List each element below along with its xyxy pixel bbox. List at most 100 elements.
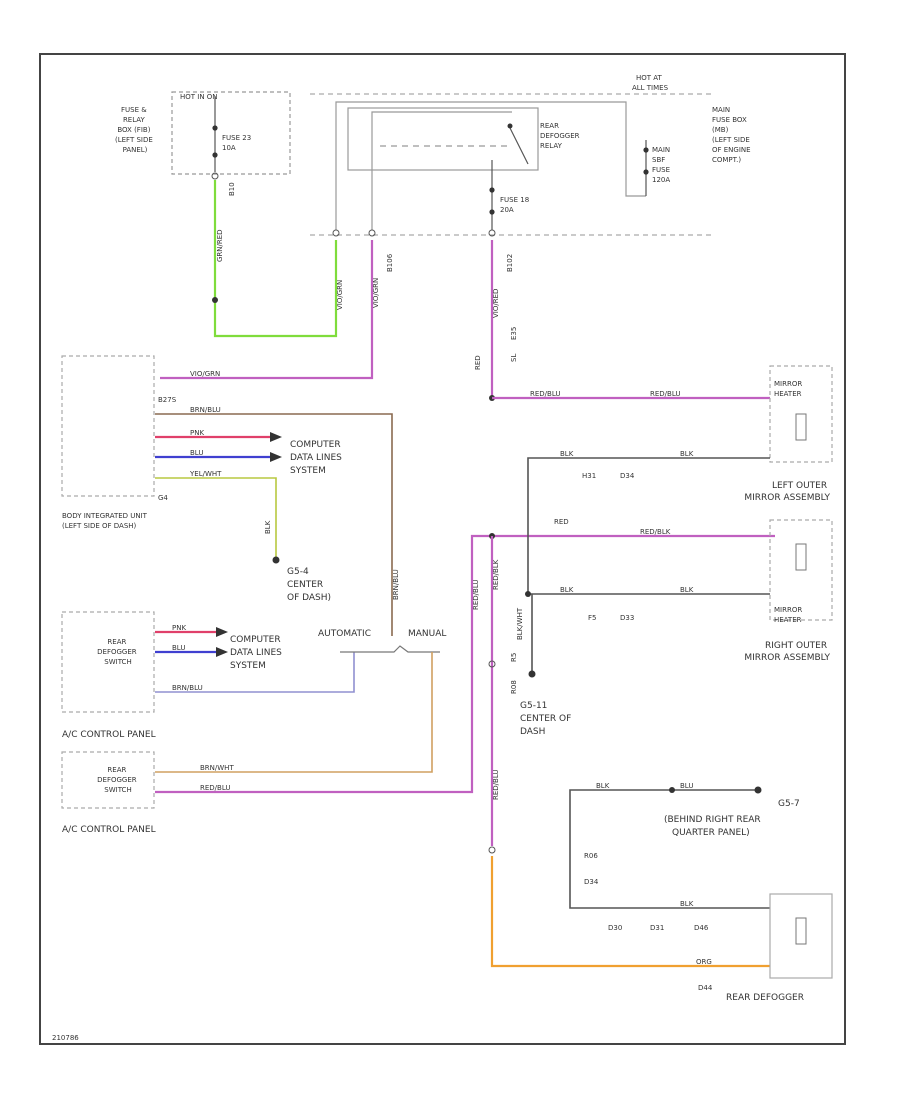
conn-r06-label: R06 [584,852,598,860]
main-sbf-node-top [643,147,649,153]
ground-g67-label: G5-7 (BEHIND RIGHT REAR QUARTER PANEL) [664,799,803,838]
rear-defogger-switch-1-label: REAR DEFOGGER SWITCH [97,638,139,666]
wire-blk-label-2: BLK [680,450,694,458]
wire-blu-org-label: BLU [680,782,693,790]
relay-coil-pin [368,229,376,237]
wire-red-blu-label-switch2: RED/BLU [200,784,231,792]
ground-g611-label: G5-11 CENTER OF DASH [520,701,574,737]
fuse-18-node-bottom [489,209,495,215]
automatic-label: AUTOMATIC [318,629,371,639]
wire-red-blu-label-4: RED/BLU [650,390,681,398]
wire-black-defogger [569,789,770,909]
wire-vio-blk-label: VIO/GRN [372,278,380,308]
conn-r5-label: R5 [510,653,518,662]
wire-red-switch2 [155,534,775,794]
wire-brown-switch1 [155,652,355,693]
conn-red-label: RED [474,355,482,370]
arrow-computer-blu [270,452,282,462]
wire-blk-wht-label: BLK/WHT [516,607,524,640]
fuse-18-node-top [489,187,495,193]
relay-feed-line [335,101,646,230]
wire-violet-relay [160,240,374,380]
relay-contact-node [507,123,513,129]
fuse-18-label: FUSE 18 20A [500,196,531,214]
mirror-heater-right-element [795,543,807,571]
wire-brn-blu-label: BRN/BLU [190,406,221,414]
mirror-heater-right-label: MIRROR HEATER [774,606,804,624]
wire-grn-red-label: GRN/RED [216,229,224,262]
conn-f5-label: F5 [588,614,596,622]
relay-feed-pin [332,229,340,237]
ac-panel-1-label: A/C CONTROL PANEL [62,730,156,740]
manual-label: MANUAL [408,629,446,639]
main-sbf-node-bottom [643,169,649,175]
wire-red-blu-label-3: RED/BLU [530,390,561,398]
conn-d46-label: D46 [694,924,709,932]
relay-label: REAR DEFOGGER RELAY [540,122,582,150]
ac-panel-2-label: A/C CONTROL PANEL [62,825,156,835]
mirror-heater-right-box [769,519,833,621]
wire-green-splice [212,297,218,303]
fuse-18-pin [488,229,496,237]
wire-blk-label-5: BLK [596,782,610,790]
wire-blu-label: BLU [190,449,203,457]
wire-yellow-bcm [155,477,277,560]
conn-b102-label: B102 [506,254,514,272]
main-fuse-box-title: MAIN FUSE BOX (MB) (LEFT SIDE OF ENGINE … [712,106,753,164]
conn-red-label-2: RED [554,518,569,526]
rear-defogger-box [769,893,833,979]
right-outer-mirror-label: RIGHT OUTER MIRROR ASSEMBLY [744,641,830,663]
computer-data-lines-1: COMPUTER DATA LINES SYSTEM [290,440,345,476]
wire-blk-label-4: BLK [680,586,694,594]
ground-g4-point [272,556,280,564]
wire-red-blk-label-2: RED/BLK [492,559,500,590]
fuse-23-node-bottom [212,152,218,158]
rear-defogger-label: REAR DEFOGGER [726,993,804,1003]
conn-e35-label: E35 [510,327,518,340]
wire-org-label: ORG [696,958,712,966]
wire-red-blk-label: RED/BLK [640,528,671,536]
conn-d30-label: D30 [608,924,622,932]
conn-d34-label: D34 [620,472,635,480]
body-integrated-unit-box [61,355,155,497]
mirror-heater-left-box [769,365,833,463]
wire-brown-bcm [155,413,393,636]
wire-blk-label-1: BLK [560,450,574,458]
relay-box-outline [347,107,539,171]
wire-orange-defogger [490,856,770,968]
arrow-computer-blu-2 [216,647,228,657]
rear-defogger-switch-2-box [61,751,155,809]
black-splice [525,591,531,597]
conn-d33-label: D33 [620,614,634,622]
wire-blu-label-2: BLU [172,644,185,652]
rear-defogger-switch-2-label: REAR DEFOGGER SWITCH [97,766,139,794]
fuse-23-pin [211,172,219,180]
wire-pnk-label-2: PNK [172,624,186,632]
mirror-heater-left-label: MIRROR HEATER [774,380,804,398]
conn-d44-label: D44 [698,984,713,992]
wire-blk-label-3: BLK [560,586,574,594]
fuse-relay-box [171,91,291,175]
conn-d34b-label: D34 [584,878,599,886]
diagram-frame [39,53,846,1045]
ground-g611-point [528,670,536,678]
ground-g67-point [754,786,762,794]
rear-defogger-element [795,917,807,945]
arrow-computer-pnk-2 [216,627,228,637]
wire-yel-wht-label: YEL/WHT [189,470,222,478]
auto-manual-switch [340,645,440,653]
wire-red-blu-label-5: RED/BLU [472,579,480,610]
conn-r08-pin [488,660,496,668]
bcm-connector-g4: G4 [158,494,168,502]
wire-blk-label-6: BLK [680,900,694,908]
relay-switch-contact [509,127,529,165]
main-fuse-hot-label: HOT AT ALL TIMES [632,74,669,92]
computer-data-lines-2: COMPUTER DATA LINES SYSTEM [230,635,285,671]
conn-sl-label: SL [510,354,518,362]
rear-defogger-switch-1-box [61,611,155,713]
fuse-box-connector-label: B10 [228,182,236,196]
bcm-connector-label: B27S [158,396,177,404]
left-outer-mirror-label: LEFT OUTER MIRROR ASSEMBLY [744,481,830,503]
conn-d31-label: D31 [650,924,664,932]
